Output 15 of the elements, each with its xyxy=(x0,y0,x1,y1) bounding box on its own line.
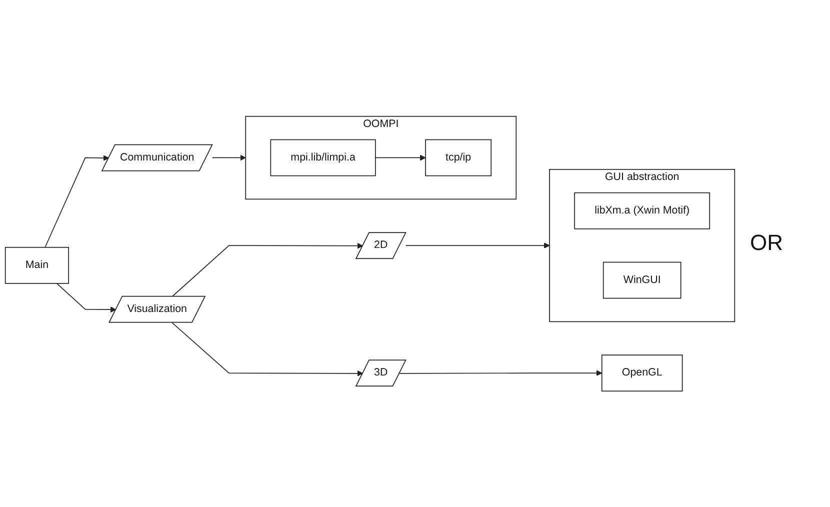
node-box: mpi.lib/limpi.a xyxy=(270,139,376,176)
note-text: OR xyxy=(750,230,783,256)
arrow xyxy=(44,154,110,248)
node-box: tcp/ip xyxy=(425,139,492,176)
arrow xyxy=(212,154,246,160)
arrow xyxy=(405,242,550,248)
arrow xyxy=(56,282,116,312)
arrow xyxy=(399,370,602,376)
node-box: WinGUI xyxy=(602,262,682,298)
node-box: OpenGL xyxy=(601,354,683,392)
arrow xyxy=(172,322,364,376)
node-box: Main xyxy=(4,246,69,284)
node-box: libXm.a (Xwin Motif) xyxy=(574,192,710,230)
arrow xyxy=(172,242,364,297)
arrow xyxy=(375,154,426,160)
